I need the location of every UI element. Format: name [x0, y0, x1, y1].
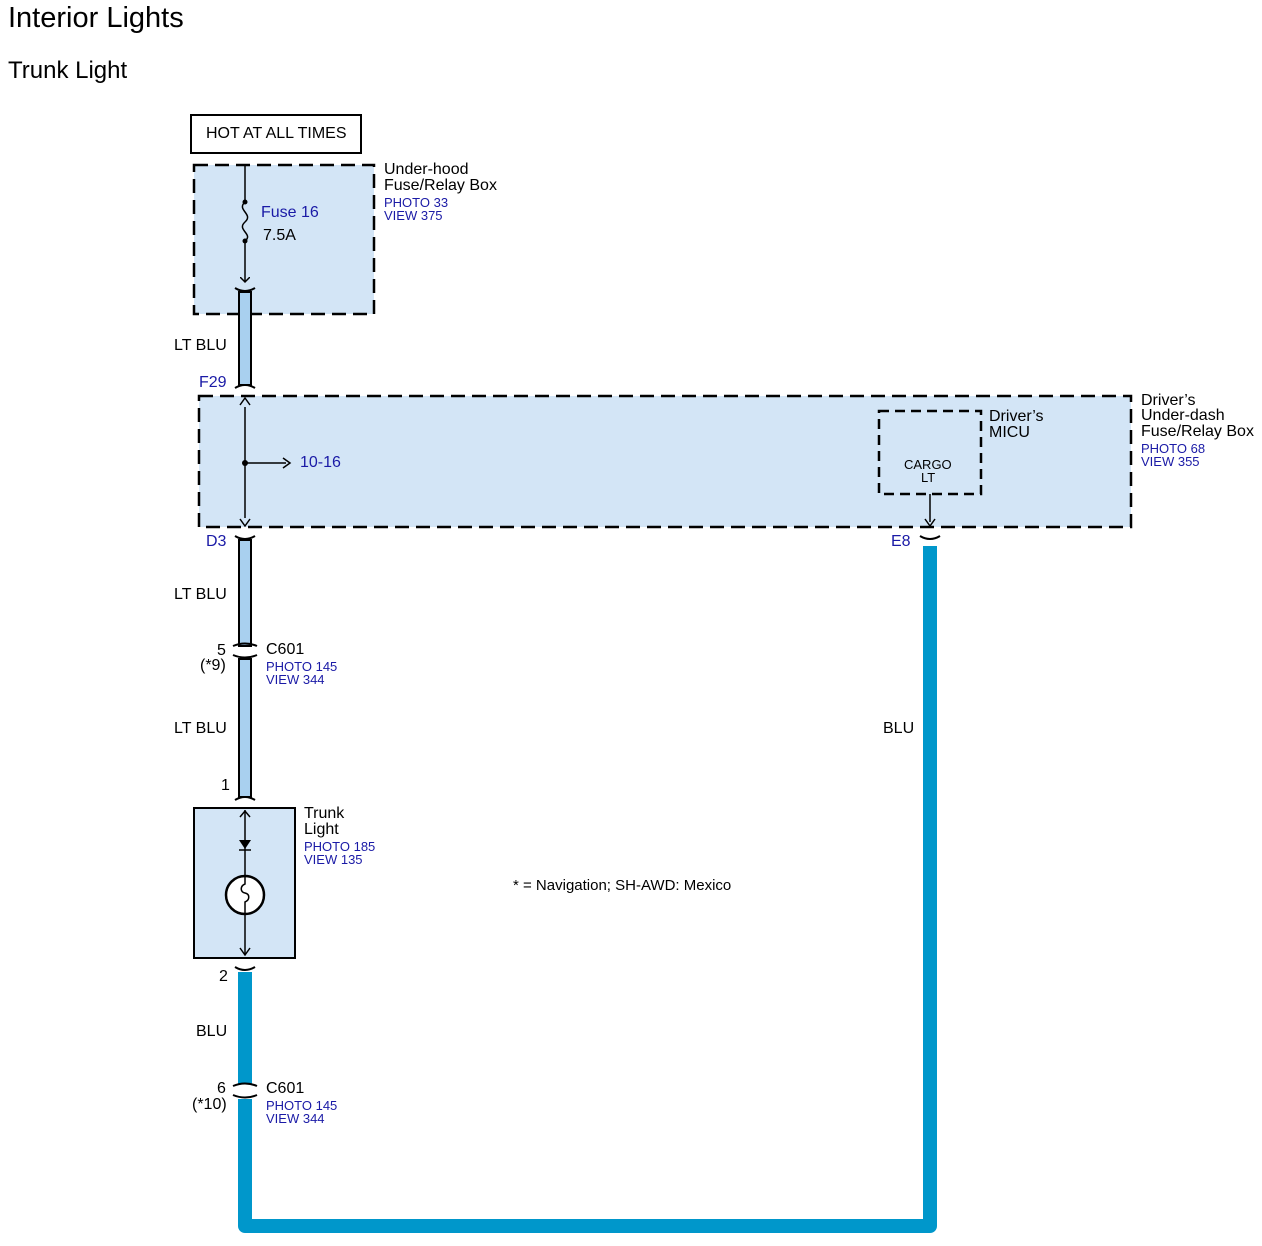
wire-color-label-3: LT BLU	[174, 720, 227, 737]
wire-color-label-1: LT BLU	[174, 337, 227, 354]
c601-lower-pin: 6	[217, 1080, 226, 1097]
micu-name-1: Driver’s	[989, 408, 1044, 425]
underdash-name-2: Under-dash	[1141, 407, 1225, 424]
wire-ltblu-2	[238, 539, 252, 647]
branch-ref-link[interactable]: 10-16	[300, 454, 341, 471]
underhood-photo-link[interactable]: PHOTO 33	[384, 195, 449, 210]
wire-blu-return	[238, 546, 937, 1233]
micu-name-2: MICU	[989, 424, 1030, 441]
underhood-name-2: Fuse/Relay Box	[384, 177, 497, 194]
underdash-view-link[interactable]: VIEW 355	[1141, 454, 1200, 469]
trunk-light-name-2: Light	[304, 821, 339, 838]
c601-upper-name: C601	[266, 641, 305, 658]
trunk-light-name-1: Trunk	[304, 805, 345, 822]
trunk-light-pin-1: 1	[221, 777, 230, 794]
power-source-box	[190, 114, 362, 154]
wire-ltblu-1	[238, 291, 252, 386]
c601-upper-connector	[232, 642, 258, 659]
trunk-light-photo-link[interactable]: PHOTO 185	[304, 839, 376, 854]
cargo-lt-label-2: LT	[921, 470, 936, 485]
terminal-f29	[234, 384, 256, 389]
trunk-light-view-link[interactable]: VIEW 135	[304, 852, 363, 867]
trunk-light-symbol	[224, 809, 266, 957]
c601-upper-view-link[interactable]: VIEW 344	[266, 672, 325, 687]
fuse-16-symbol	[242, 165, 247, 282]
fuse-rating: 7.5A	[263, 227, 296, 244]
micu-box	[877, 409, 983, 496]
footnote: * = Navigation; SH-AWD: Mexico	[513, 877, 732, 894]
page-title: Interior Lights	[8, 2, 184, 34]
c601-lower-name: C601	[266, 1080, 305, 1097]
c601-upper-alt-pin: (*9)	[200, 657, 226, 674]
cargo-lt-label-1: CARGO	[904, 457, 952, 472]
c601-lower-photo-link[interactable]: PHOTO 145	[266, 1098, 338, 1113]
underhood-name-1: Under-hood	[384, 161, 469, 178]
fuse-name-link[interactable]: Fuse 16	[261, 204, 319, 221]
wire-ltblu-3	[238, 658, 252, 798]
terminal-trunk-pin1	[234, 796, 256, 801]
power-source-label: HOT AT ALL TIMES	[206, 125, 347, 142]
wire-color-label-5: BLU	[883, 720, 915, 737]
underdash-name-3: Fuse/Relay Box	[1141, 423, 1254, 440]
terminal-d3	[234, 535, 256, 540]
c601-lower-connector	[232, 1082, 258, 1099]
underhood-view-link[interactable]: VIEW 375	[384, 208, 443, 223]
wire-color-label-2: LT BLU	[174, 586, 227, 603]
underdash-photo-link[interactable]: PHOTO 68	[1141, 441, 1206, 456]
c601-upper-photo-link[interactable]: PHOTO 145	[266, 659, 338, 674]
c601-upper-pin: 5	[217, 642, 226, 659]
terminal-fuse-out	[234, 287, 256, 292]
underhood-box	[192, 163, 376, 316]
underdash-name-1: Driver’s	[1141, 392, 1196, 409]
connector-f29-label: F29	[199, 374, 227, 391]
wire-color-label-4: BLU	[196, 1023, 228, 1040]
connector-d3-label: D3	[206, 533, 227, 550]
terminal-trunk-pin2	[234, 966, 256, 971]
c601-lower-view-link[interactable]: VIEW 344	[266, 1111, 325, 1126]
page-subtitle: Trunk Light	[8, 57, 128, 84]
trunk-light-pin-2: 2	[219, 968, 228, 985]
c601-lower-alt-pin: (*10)	[192, 1096, 227, 1113]
terminal-e8	[919, 535, 941, 540]
connector-e8-label: E8	[891, 533, 911, 550]
